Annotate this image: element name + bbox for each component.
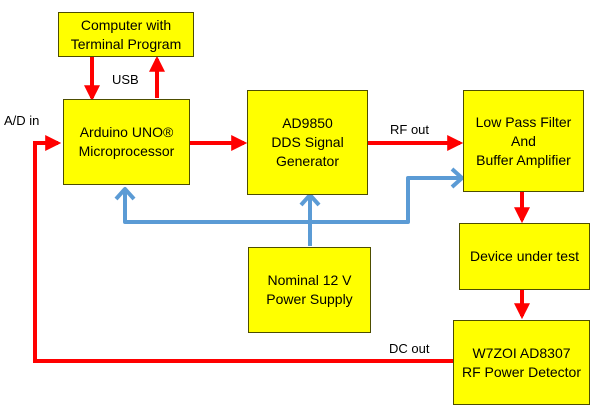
arduino-block: Arduino UNO® Microprocessor <box>63 99 190 185</box>
dds-block: AD9850 DDS Signal Generator <box>247 90 368 195</box>
lpf-power-arrowhead <box>450 167 464 189</box>
detector-block: W7ZOI AD8307 RF Power Detector <box>453 320 590 405</box>
dds-power-arrowhead <box>299 193 321 207</box>
arduino-power-arrowhead <box>114 187 136 201</box>
dc-out-label: DC out <box>389 341 430 356</box>
lpf-block: Low Pass Filter And Buffer Amplifier <box>463 90 584 192</box>
power-supply-block: Nominal 12 V Power Supply <box>248 247 371 333</box>
rf-out-label: RF out <box>390 122 430 137</box>
usb-label: USB <box>112 72 139 87</box>
dut-block: Device under test <box>459 223 590 290</box>
dc-out-feedback-arrow <box>33 135 453 363</box>
ad-in-label: A/D in <box>4 113 40 128</box>
power-bus-line <box>123 176 462 224</box>
computer-block: Computer with Terminal Program <box>58 12 194 57</box>
